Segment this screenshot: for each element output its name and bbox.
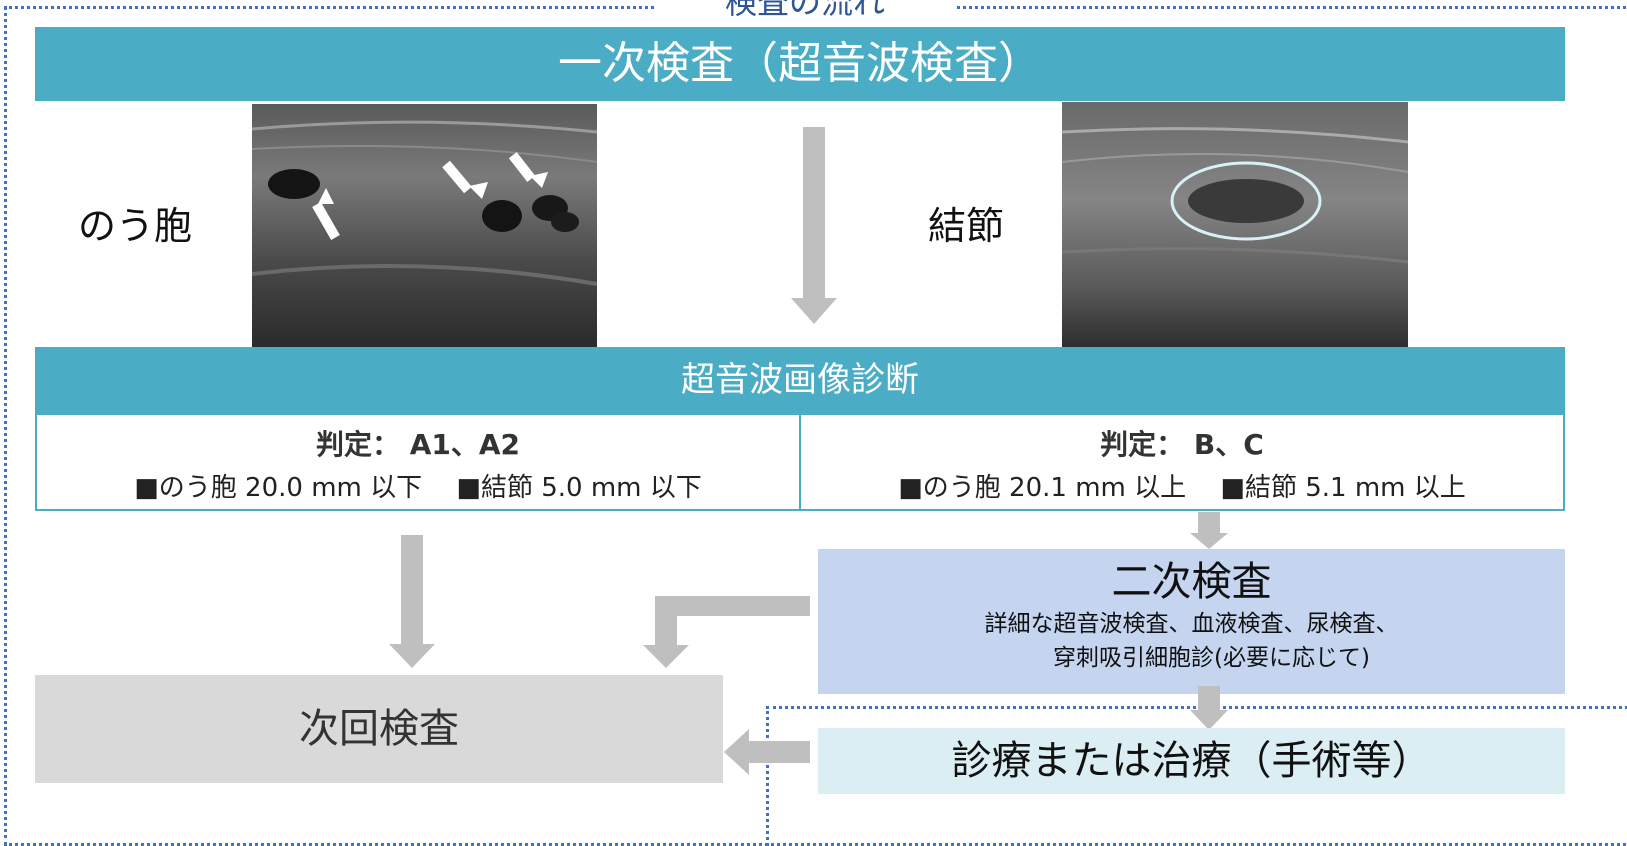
next-exam-label: 次回検査 (299, 706, 459, 752)
nodule-ultrasound-image (1062, 102, 1408, 347)
nodule-ultrasound-graphic (1062, 102, 1408, 347)
arrow-shaft (1198, 512, 1220, 534)
arrow-down-icon (1190, 710, 1228, 730)
diagnosis-label: 超音波画像診断 (681, 360, 919, 400)
cyst-label: のう胞 (78, 204, 193, 248)
next-exam-box: 次回検査 (35, 675, 723, 783)
primary-exam-label: 一次検査（超音波検査） (558, 38, 1042, 89)
arrow-shaft (803, 127, 825, 299)
criteria-left-detail: ■のう胞 20.0 mm 以下 ■結節 5.0 mm 以下 (134, 473, 702, 503)
criteria-right-detail: ■のう胞 20.1 mm 以上 ■結節 5.1 mm 以上 (898, 473, 1466, 503)
secondary-exam-box: 二次検査 詳細な超音波検査、血液検査、尿検査、 穿刺吸引細胞診(必要に応じて) (818, 549, 1565, 694)
arrow-down-icon (1190, 533, 1228, 549)
criteria-left: 判定： A1、A2 ■のう胞 20.0 mm 以下 ■結節 5.0 mm 以下 (35, 413, 801, 511)
secondary-exam-label: 二次検査 (1111, 559, 1272, 605)
nodule-label: 結節 (928, 204, 1005, 248)
treatment-box: 診療または治療（手術等） (818, 728, 1565, 794)
secondary-exam-detail-1: 詳細な超音波検査、血液検査、尿検査、 (984, 611, 1399, 637)
cyst-ultrasound-graphic (252, 104, 597, 347)
criteria-right-heading: 判定： B、C (1100, 428, 1264, 461)
treatment-frame (766, 706, 1627, 846)
arrow-shaft (655, 596, 677, 646)
primary-exam-banner: 一次検査（超音波検査） (35, 27, 1565, 101)
criteria-left-heading: 判定： A1、A2 (315, 428, 521, 461)
arrow-shaft (655, 596, 810, 616)
treatment-label: 診療または治療（手術等） (951, 738, 1432, 784)
diagnosis-banner: 超音波画像診断 (35, 347, 1565, 413)
criteria-right: 判定： B、C ■のう胞 20.1 mm 以上 ■結節 5.1 mm 以上 (799, 413, 1565, 511)
arrow-down-icon (791, 298, 837, 324)
secondary-exam-detail-2: 穿刺吸引細胞診(必要に応じて) (1053, 645, 1370, 671)
arrow-shaft (1198, 686, 1220, 712)
arrow-down-icon (643, 645, 689, 668)
arrow-shaft (401, 535, 423, 645)
arrow-left-icon (724, 729, 749, 775)
arrow-down-icon (389, 644, 435, 668)
cyst-ultrasound-image (252, 104, 597, 347)
diagram-title: 検査の流れ (655, 0, 955, 20)
arrow-shaft (748, 741, 810, 763)
